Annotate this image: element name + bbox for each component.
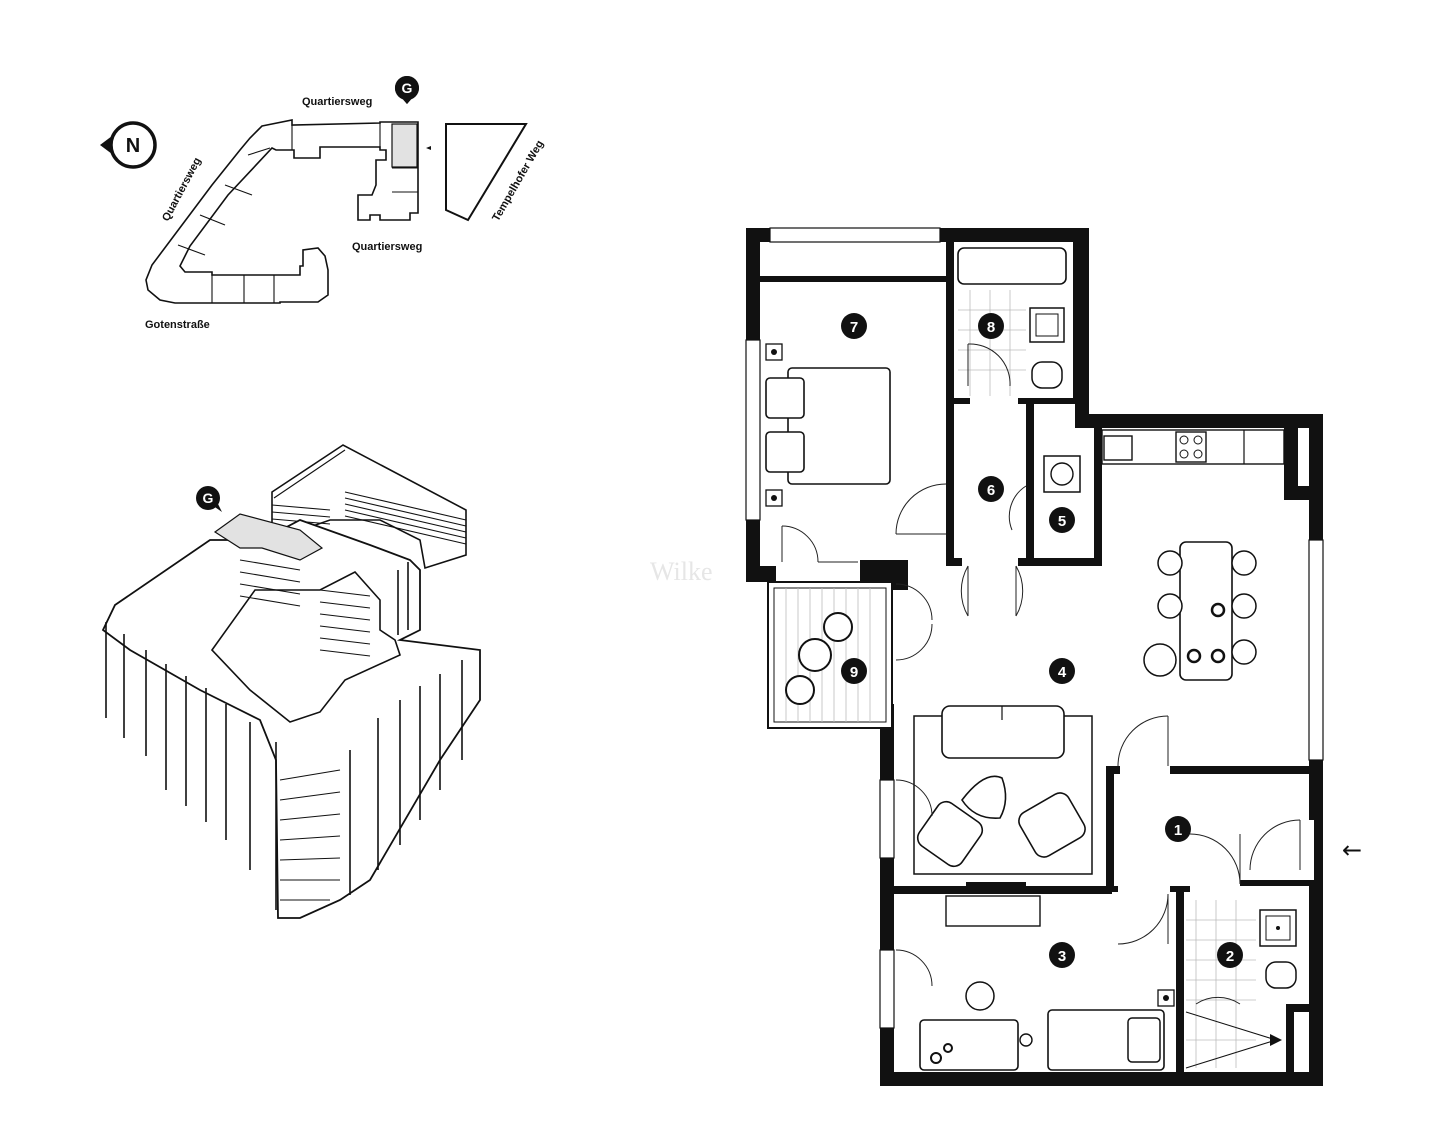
bathroom-main-fixtures <box>957 247 1067 396</box>
utility-washer <box>1043 455 1081 493</box>
svg-text:7: 7 <box>850 319 858 336</box>
room-label-5: 5 <box>1049 507 1075 533</box>
kitchen-counter <box>1101 429 1285 465</box>
dining-table <box>1143 541 1257 681</box>
bathroom-guest-fixtures <box>1185 900 1297 1069</box>
axo-marker-letter: G <box>203 490 214 506</box>
room-label-8: 8 <box>978 313 1004 339</box>
site-marker-pin: G <box>394 76 419 104</box>
axonometric-view: G <box>101 444 481 919</box>
windows <box>745 227 1324 1029</box>
svg-text:2: 2 <box>1226 948 1234 965</box>
compass-letter: N <box>126 135 140 157</box>
site-highlighted-unit <box>391 123 418 168</box>
room-label-2: 2 <box>1217 942 1243 968</box>
balcony <box>767 581 893 729</box>
living-room-furniture <box>913 705 1093 886</box>
room-label-7: 7 <box>841 313 867 339</box>
svg-text:5: 5 <box>1058 513 1066 530</box>
site-building-outline <box>145 119 419 304</box>
door-swings <box>781 343 1301 1005</box>
axo-highlighted-unit <box>213 513 324 561</box>
room3-furniture <box>919 895 1175 1071</box>
site-building-dividers <box>177 123 418 303</box>
axo-pilasters <box>105 562 463 910</box>
axo-floor-lines <box>239 559 371 901</box>
room-label-1: 1 <box>1165 816 1191 842</box>
site-plan: N G <box>100 76 546 331</box>
entrance-arrow-icon: ← <box>1342 836 1362 864</box>
street-label-bottom: Gotenstraße <box>145 319 210 331</box>
floor-plan: Wilke <box>650 227 1362 1086</box>
inner-walls <box>760 242 1314 1074</box>
svg-text:4: 4 <box>1058 664 1067 681</box>
watermark: Wilke <box>650 557 713 586</box>
street-label-inner: Quartiersweg <box>352 241 422 253</box>
room-label-9: 9 <box>841 658 867 684</box>
svg-text:9: 9 <box>850 664 858 681</box>
room-label-3: 3 <box>1049 942 1075 968</box>
site-marker-letter: G <box>402 80 413 96</box>
compass: N <box>100 121 157 169</box>
site-neighbor-building <box>445 123 528 222</box>
room-label-6: 6 <box>978 476 1004 502</box>
street-label-top: Quartiersweg <box>302 96 372 108</box>
axo-marker-pin: G <box>196 486 222 512</box>
svg-text:3: 3 <box>1058 948 1066 965</box>
svg-text:8: 8 <box>987 319 995 336</box>
svg-text:1: 1 <box>1174 822 1182 839</box>
svg-text:6: 6 <box>987 482 995 499</box>
bedroom-bed <box>765 343 891 507</box>
room-label-4: 4 <box>1049 658 1075 684</box>
